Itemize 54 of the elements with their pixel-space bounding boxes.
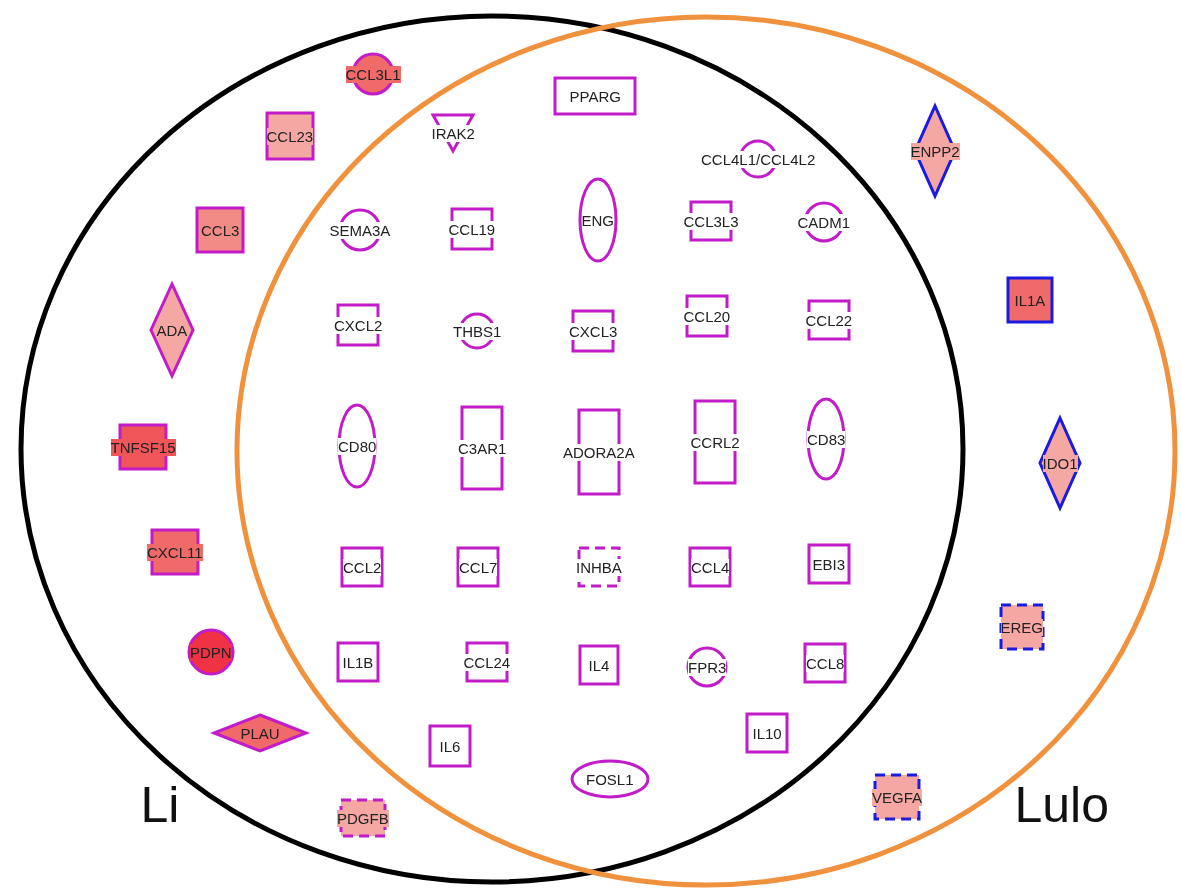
circle-node xyxy=(453,314,501,348)
circle-node xyxy=(345,54,401,94)
ellipse-node xyxy=(572,761,648,797)
rectangle-node xyxy=(555,78,635,114)
square-node xyxy=(580,646,618,684)
gene-name: ADORA2A xyxy=(563,443,635,461)
rectangle-node xyxy=(690,401,740,483)
square-node xyxy=(337,800,389,836)
square-node xyxy=(805,644,845,682)
gene-name: CCL3L3 xyxy=(683,212,739,230)
ellipse-node xyxy=(807,399,845,479)
square-node xyxy=(809,545,849,583)
square-node xyxy=(463,643,511,681)
circle-node xyxy=(797,203,851,241)
square-node xyxy=(334,305,382,345)
ellipse-node xyxy=(580,179,616,261)
triangle-node xyxy=(431,115,475,151)
ellipse-node xyxy=(338,405,376,487)
circle-node xyxy=(701,141,815,177)
gene-name: C3AR1 xyxy=(458,439,507,457)
circle-node xyxy=(189,630,233,674)
gene-name: CCL4L1/CCL4L2 xyxy=(701,150,816,168)
square-node xyxy=(197,208,243,252)
circle-node xyxy=(688,648,726,686)
square-node xyxy=(342,548,382,586)
square-node xyxy=(569,311,617,351)
rectangle-node xyxy=(458,407,506,489)
square-node xyxy=(458,548,498,586)
square-node xyxy=(1000,605,1044,649)
square-node xyxy=(872,775,922,819)
square-node xyxy=(747,714,787,752)
set-label: Lulo xyxy=(1014,777,1110,833)
square-node xyxy=(683,202,739,240)
square-node xyxy=(430,726,470,766)
square-node xyxy=(1008,278,1052,322)
gene-name: CXCL3 xyxy=(569,322,618,340)
gene-name: ENPP2 xyxy=(910,142,960,160)
square-node xyxy=(448,209,496,249)
gene-name: SEMA3A xyxy=(329,221,391,239)
square-node xyxy=(338,643,378,681)
gene-name: IRAK2 xyxy=(431,124,475,142)
square-node xyxy=(147,530,203,574)
square-node xyxy=(690,548,730,586)
set-label: Li xyxy=(140,777,180,833)
square-node xyxy=(683,296,731,336)
rectangle-node xyxy=(563,410,635,494)
gene-name: THBS1 xyxy=(453,322,502,340)
gene-name: CADM1 xyxy=(797,213,850,231)
square-node xyxy=(266,113,314,159)
gene-name: CCL3L1 xyxy=(345,65,401,83)
gene-name: PDGFB xyxy=(337,809,389,827)
square-node xyxy=(805,301,853,339)
gene-name: CXCL2 xyxy=(334,316,383,334)
circle-node xyxy=(329,210,391,250)
